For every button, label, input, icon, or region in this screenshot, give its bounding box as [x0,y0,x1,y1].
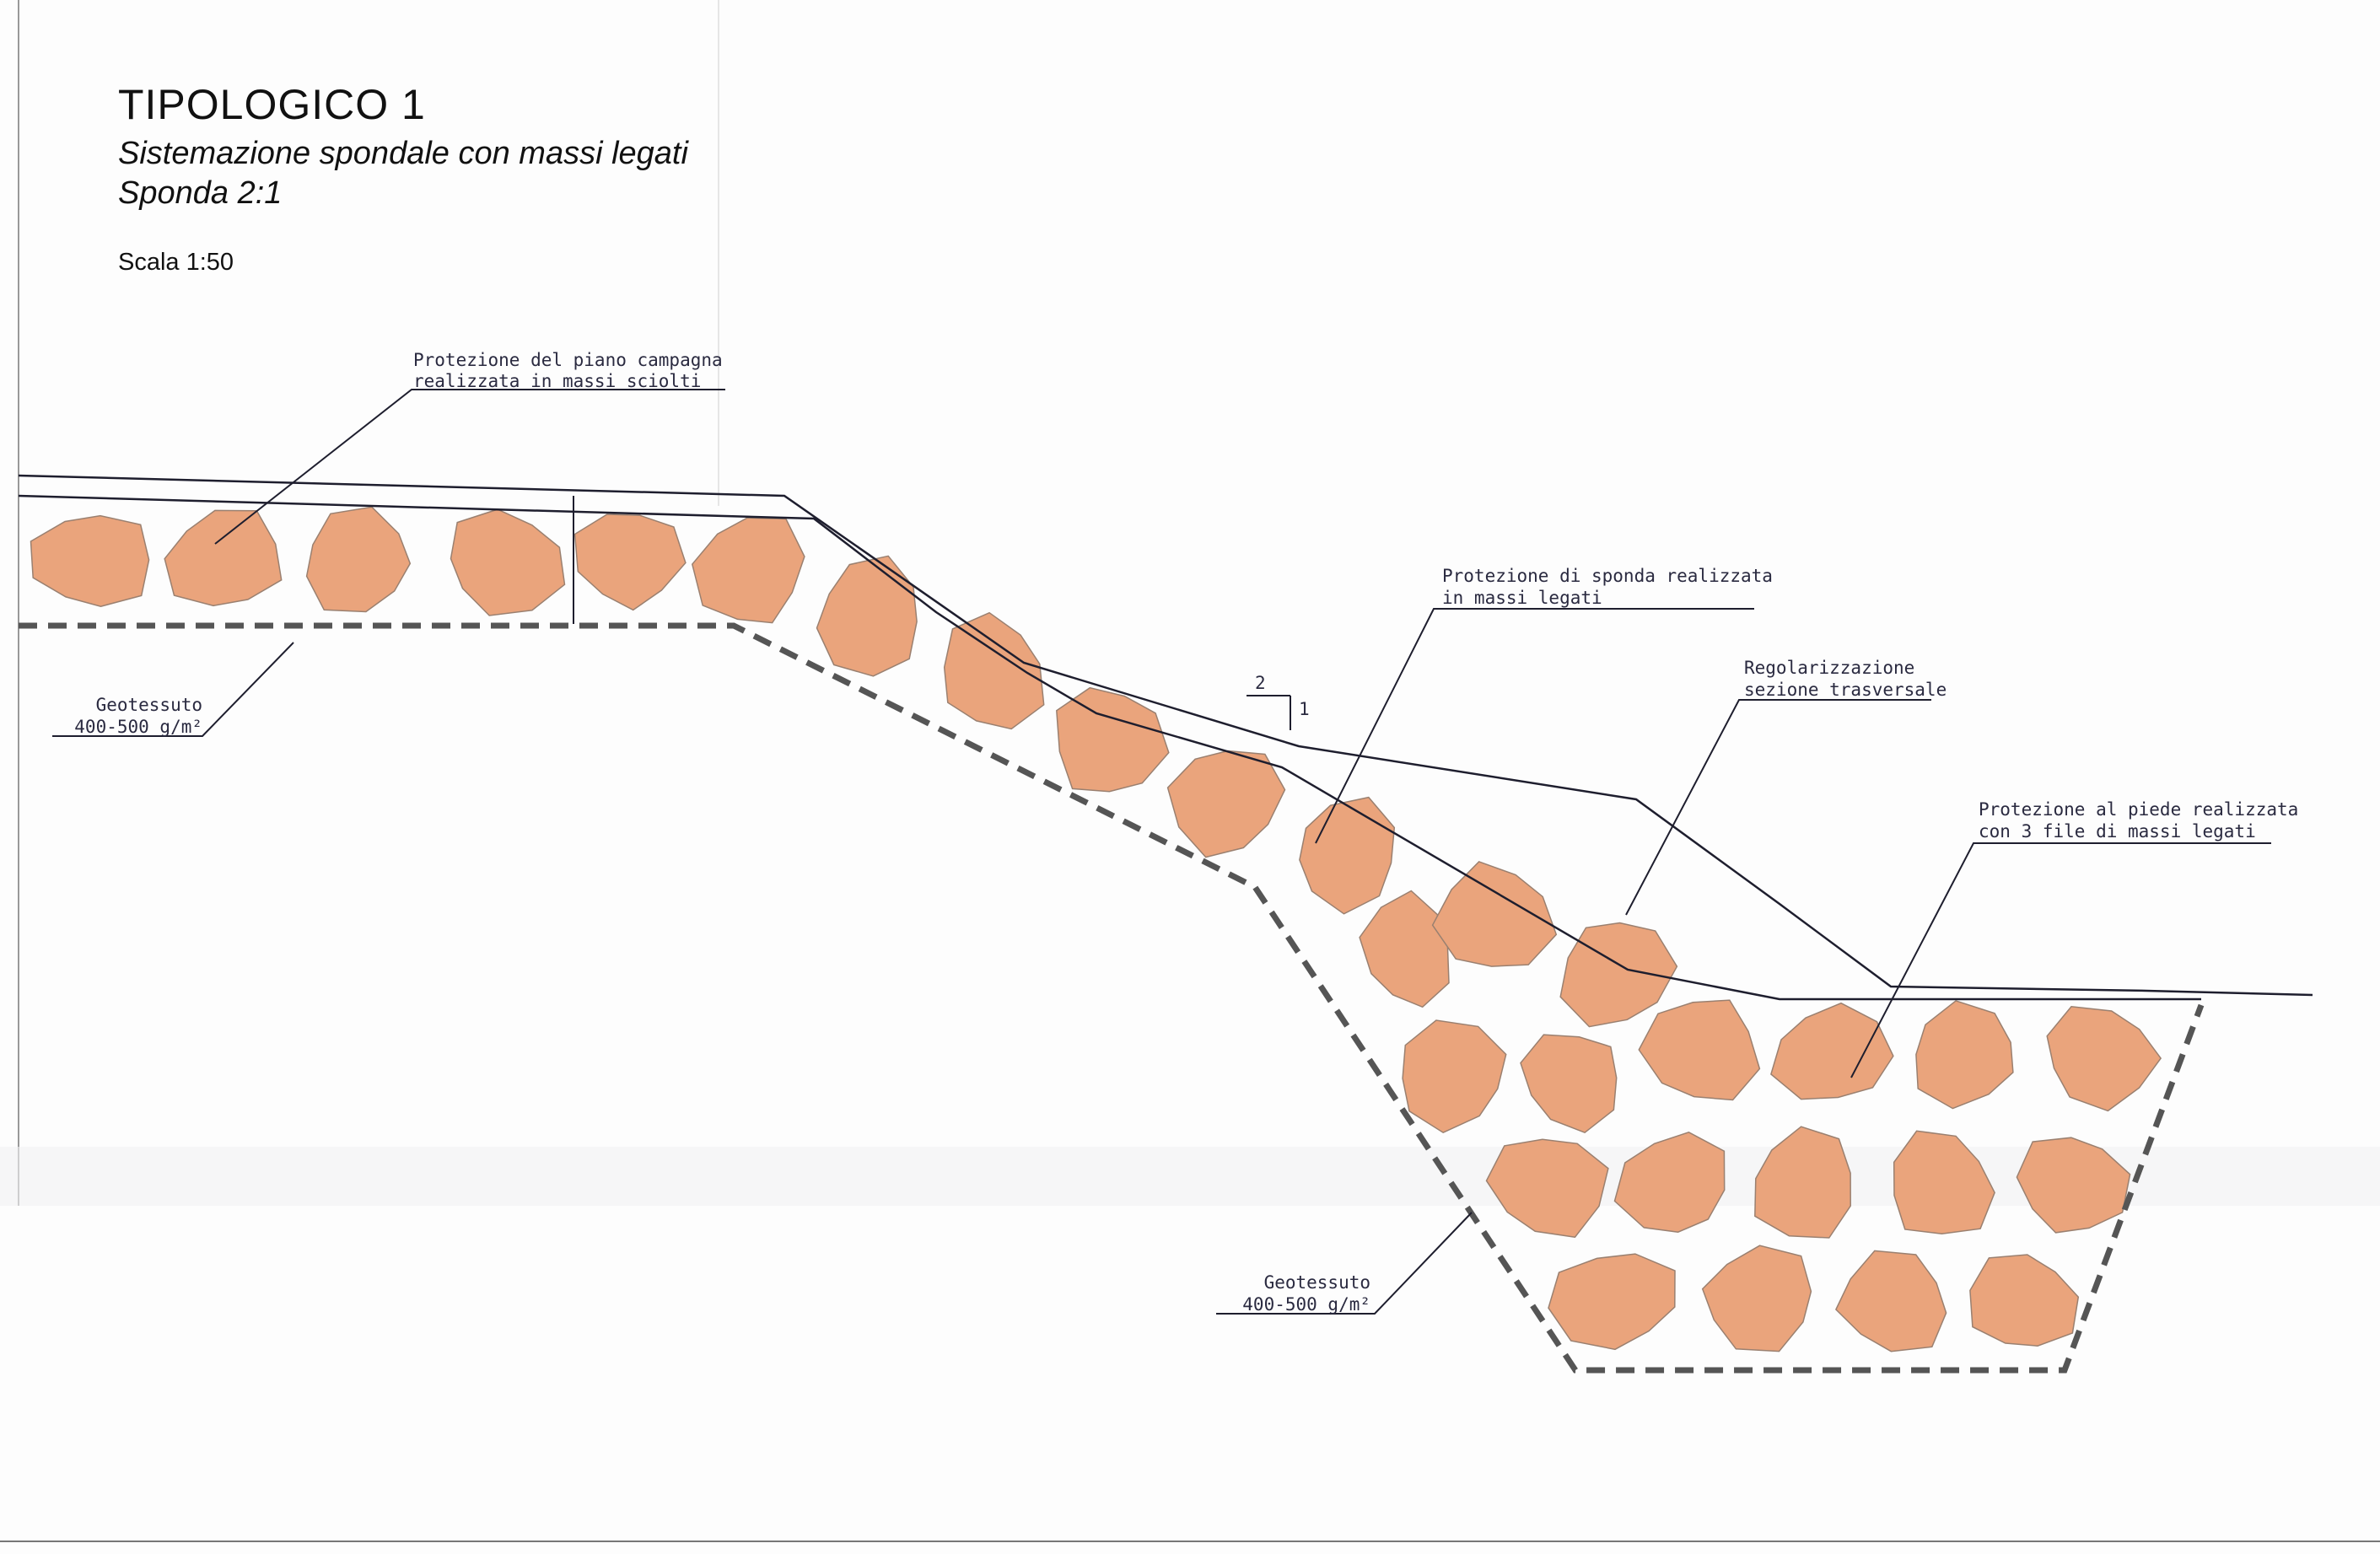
boulder [1359,890,1450,1008]
boulder [1520,1034,1618,1134]
boulder [164,509,283,607]
boulder [1402,1019,1507,1134]
leader-lines [52,389,2271,1315]
scale-label: Scala 1:50 [118,249,234,276]
boulder [1701,1245,1812,1352]
boulder [1893,1130,1995,1235]
boulder [1431,861,1558,967]
label-geotessuto-bottom-2: 400-500 g/m² [1242,1294,1370,1315]
label-piede-2: con 3 file di massi legati [1979,821,2256,842]
label-regolarizzazione-1: Regolarizzazione [1744,658,1914,678]
boulder [691,517,805,624]
label-sponda-1: Protezione di sponda realizzata [1442,566,1773,586]
boulder [2046,1006,2162,1112]
boulder [573,514,687,611]
boulder-layer [30,506,2162,1352]
label-piede-1: Protezione al piede realizzata [1979,799,2298,820]
leader-geotessuto-bottom [1216,1212,1473,1315]
leader-piede [1850,842,2271,1078]
label-geotessuto-left-2: 400-500 g/m² [74,717,202,737]
title-block: TIPOLOGICO 1 Sistemazione spondale con m… [118,80,688,277]
leader-regolarizzazione [1625,699,1931,916]
boulder [1754,1126,1851,1239]
boulder [816,555,918,677]
boulder [1559,922,1678,1028]
boulder [1299,796,1396,915]
boulder [943,611,1045,730]
boulder [1613,1131,1726,1233]
label-piano-campagna-1: Protezione del piano campagna [413,350,723,370]
boulder [1056,686,1170,793]
geotextile-line [19,622,2205,1374]
slope-marker [1247,695,1291,730]
original-profile-line [18,474,2313,997]
boulder [1166,750,1286,858]
boulder [450,508,566,616]
boulder [2016,1137,2131,1234]
leader-piano-campagna [214,389,725,545]
boulder [1915,1000,2014,1110]
drawing-subtitle: Sistemazione spondale con massi legati [118,136,688,171]
label-geotessuto-left-1: Geotessuto [96,695,202,715]
label-piano-campagna-2: realizzata in massi sciolti [413,371,701,391]
leader-geotessuto-left [52,642,294,737]
boulder [1969,1254,2080,1347]
boulder [1638,999,1761,1101]
boulder [1485,1138,1609,1239]
boulder [1548,1253,1676,1351]
boulder [1834,1250,1947,1352]
slope-marker-run: 2 [1255,673,1266,693]
label-geotessuto-bottom-1: Geotessuto [1264,1272,1370,1293]
leader-sponda [1315,608,1754,844]
drawing-title: TIPOLOGICO 1 [118,81,426,128]
slope-marker-rise: 1 [1299,699,1310,719]
boulder [305,506,412,613]
boulder [1770,1002,1894,1100]
label-regolarizzazione-2: sezione trasversale [1744,680,1947,700]
slope-ratio-label: Sponda 2:1 [118,175,283,211]
terrain-lines [18,474,2313,1001]
regularized-profile-line [18,494,2201,1001]
boulder [30,514,150,607]
label-sponda-2: in massi legati [1442,588,1602,608]
